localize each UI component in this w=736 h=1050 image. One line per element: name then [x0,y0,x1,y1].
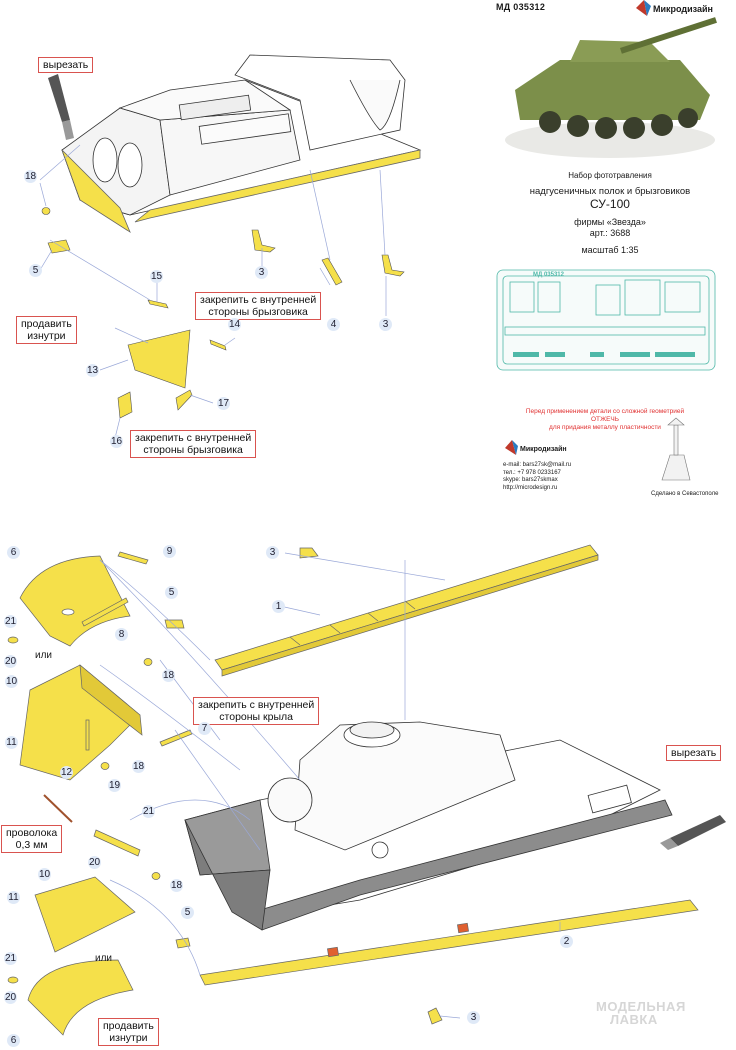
knife-icon-bottom [660,815,726,850]
info-line-4: фирмы «Звезда» [574,217,646,227]
part-number: 18 [162,669,175,682]
note-line: стороны брызговика [208,306,308,318]
part-number: 3 [379,318,392,331]
shelf-part-2 [199,899,699,986]
part-number: 20 [4,991,17,1004]
model-name: СУ-100 [590,197,630,211]
mudguard-parts [7,547,443,1036]
part-number: 14 [228,318,241,331]
brand-name: Микродизайн [653,4,713,14]
part-number: 16 [110,435,123,448]
note-solder-inside-top: продавить изнутри [16,316,77,344]
part-number: 3 [266,546,279,559]
article-number: арт.: 3688 [589,228,631,238]
note-line: закрепить с внутренней [135,432,252,444]
note-fix-mudguard-b: закрепить с внутренней стороны брызговик… [130,430,257,458]
note-line: 0,3 мм [15,839,48,851]
part-number: 9 [163,545,176,558]
contacts-block: e-mail: bars27sk@mail.ru тел.: +7 978 02… [503,462,571,492]
part-number: 4 [327,318,340,331]
bottom-hull-drawing [184,721,673,931]
part-number: 5 [29,264,42,277]
note-line: стороны крыла [219,711,293,723]
part-number: 12 [60,766,73,779]
contact-skype: skype: bars27skmax [503,477,558,483]
watermark-line-1: МОДЕЛЬНАЯ [596,999,686,1014]
part-number: 21 [142,805,155,818]
part-number: 18 [132,760,145,773]
note-fix-mudguard-a: закрепить с внутренней стороны брызговик… [195,292,322,320]
part-number: 5 [165,586,178,599]
contact-phone: тел.: +7 978 0233167 [503,469,561,476]
bottom-leader-lines [99,552,561,1019]
part-number: 7 [198,722,211,735]
anneal-warning: Перед применением детали со сложной геом… [505,408,705,432]
part-number: 11 [5,736,18,749]
shelf-part-1 [214,544,599,677]
top-leader-lines [39,144,387,439]
note-line: проволока [6,827,58,839]
brand-logo [636,0,651,16]
part-number: 6 [7,546,20,559]
watermark: МОДЕЛЬНАЯ ЛАВКА [596,1000,686,1026]
made-in-label: Сделано в Севастополе [651,491,719,497]
part-number: 5 [181,906,194,919]
kit-info: Набор фототравления надгусеничных полок … [510,170,710,256]
part-number: 18 [24,170,37,183]
watermark-line-2: ЛАВКА [610,1012,658,1027]
monument-icon [661,417,691,481]
part-number: 19 [108,779,121,792]
contact-site: http://microdesign.ru [503,484,558,491]
photoetch-sheet [496,269,716,371]
or-label-1: или [35,650,53,661]
part-number: 15 [150,270,163,283]
part-number: 21 [4,952,17,965]
wire-icon [43,794,73,823]
info-line-2: надгусеничных полок и брызговиков [529,186,691,197]
part-number: 21 [4,615,17,628]
part-number: 17 [217,397,230,410]
contacts-brand: Микродизайн [520,446,567,453]
warning-line-2: ОТЖЕЧЬ [590,416,620,423]
note-line: продавить [103,1020,154,1032]
note-wire: проволока 0,3 мм [1,825,63,853]
part-number: 1 [272,600,285,613]
note-line: изнутри [27,330,66,342]
contact-email: e-mail: bars27sk@mail.ru [503,462,572,468]
warning-line-1: Перед применением детали со сложной геом… [525,408,685,415]
knife-icon [48,74,74,140]
part-number: 20 [88,856,101,869]
part-number: 13 [86,364,99,377]
or-label-2: или [95,953,113,964]
top-hull-drawing [61,54,422,234]
scale-label: масштаб 1:35 [581,245,639,255]
warning-line-3: для придания металлу пластичности [549,424,661,431]
part-number: 8 [115,628,128,641]
note-line: продавить [21,318,72,330]
note-line: стороны брызговика [143,444,243,456]
part-number: 2 [560,935,573,948]
info-line-1: Набор фототравления [568,171,652,180]
note-line: изнутри [109,1032,148,1044]
note-line: закрепить с внутренней [198,699,315,711]
vehicle-photo [494,12,726,162]
part-number: 3 [467,1011,480,1024]
product-code: МД 035312 [496,2,546,12]
sheet-label: МД 035312 [533,272,564,278]
part-number: 20 [4,655,17,668]
note-solder-inside-bottom: продавить изнутри [98,1018,159,1046]
part-number: 10 [5,675,18,688]
note-cut-bottom: вырезать [666,745,722,761]
part-number: 10 [38,868,51,881]
note-fix-wing: закрепить с внутренней стороны крыла [193,697,320,725]
part-number: 18 [170,879,183,892]
top-small-parts [41,207,405,419]
part-number: 3 [255,266,268,279]
brand-logo-small [505,440,518,455]
part-number: 11 [7,891,20,904]
note-cut-top: вырезать [38,57,94,73]
part-number: 6 [7,1034,20,1047]
note-line: закрепить с внутренней [200,294,317,306]
